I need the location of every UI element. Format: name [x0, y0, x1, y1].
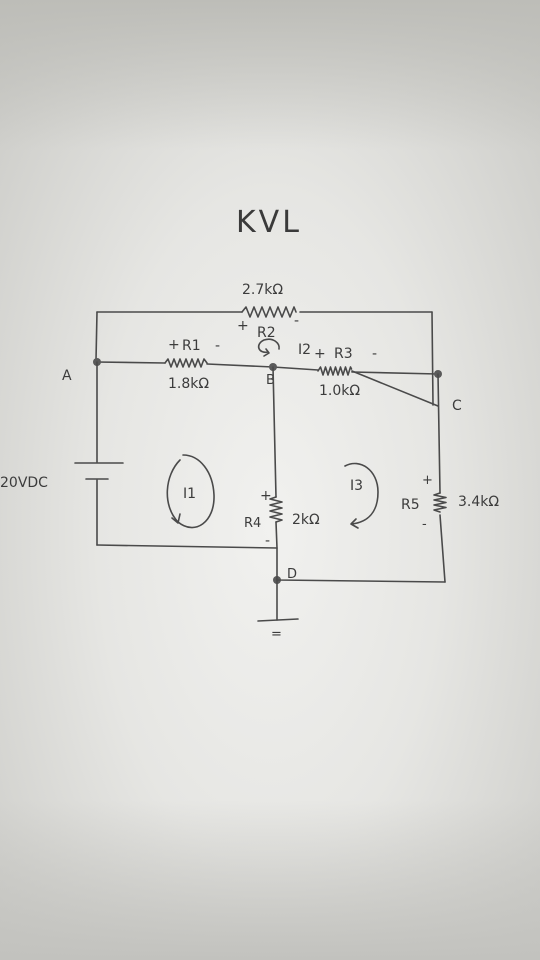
loop-i2-arrowhead — [263, 348, 270, 357]
r2-plus: + — [237, 318, 249, 334]
node-b-label: B — [266, 373, 275, 388]
r2-value: 2.7kΩ — [242, 282, 283, 298]
r4-value: 2kΩ — [292, 512, 320, 528]
loop-i1-arrow — [166, 454, 215, 529]
wire-right — [437, 373, 446, 583]
ground-symbol — [257, 579, 299, 622]
ground-mark: = — [271, 627, 282, 642]
r1-name: R1 — [182, 338, 201, 354]
loop-i1-label: I1 — [183, 486, 196, 502]
wire-top — [95, 311, 433, 361]
r5-plus: + — [422, 473, 433, 488]
title: KVL — [236, 205, 302, 240]
r4-name: R4 — [244, 516, 261, 531]
node-c-label: C — [452, 398, 462, 414]
resistor-r2 — [241, 306, 297, 318]
wire-right-top — [431, 311, 434, 406]
resistor-r3 — [317, 366, 353, 376]
wire-center-top — [272, 366, 277, 498]
r1-minus: - — [215, 338, 220, 354]
loop-i3-arrow — [344, 462, 379, 525]
wire-a-b — [95, 361, 274, 368]
shadow-bottom — [0, 800, 540, 960]
r4-minus: - — [265, 533, 270, 549]
wire-b-c — [272, 366, 439, 407]
r2-minus: - — [294, 313, 299, 329]
r5-name: R5 — [401, 497, 420, 513]
r5-value: 3.4kΩ — [458, 494, 499, 510]
r2-name: R2 — [257, 325, 276, 341]
wire-bottom — [96, 544, 446, 583]
resistor-r1 — [164, 358, 208, 368]
r3-plus: + — [314, 346, 326, 362]
resistor-r5 — [433, 492, 447, 513]
battery-symbol — [74, 462, 124, 480]
loop-i1-arrowhead — [171, 513, 181, 524]
node-d-label: D — [287, 567, 297, 582]
r4-plus: + — [260, 488, 272, 504]
r3-minus: - — [372, 346, 377, 362]
resistor-r4 — [269, 496, 283, 523]
loop-i3-arrowhead — [350, 518, 359, 529]
shadow-top — [0, 0, 540, 150]
r5-minus: - — [422, 517, 427, 532]
node-a-label: A — [62, 368, 72, 384]
r3-value: 1.0kΩ — [319, 383, 360, 399]
r1-value: 1.8kΩ — [168, 376, 209, 392]
loop-i3-label: I3 — [350, 478, 363, 494]
wire-center-bottom — [275, 521, 278, 549]
wire-b-c-line — [351, 371, 439, 375]
r3-name: R3 — [334, 346, 353, 362]
loop-i2-label: I2 — [298, 342, 311, 358]
source-label: 20VDC — [0, 475, 48, 491]
loop-i2-arrow — [257, 338, 280, 354]
r1-plus: + — [168, 337, 180, 353]
